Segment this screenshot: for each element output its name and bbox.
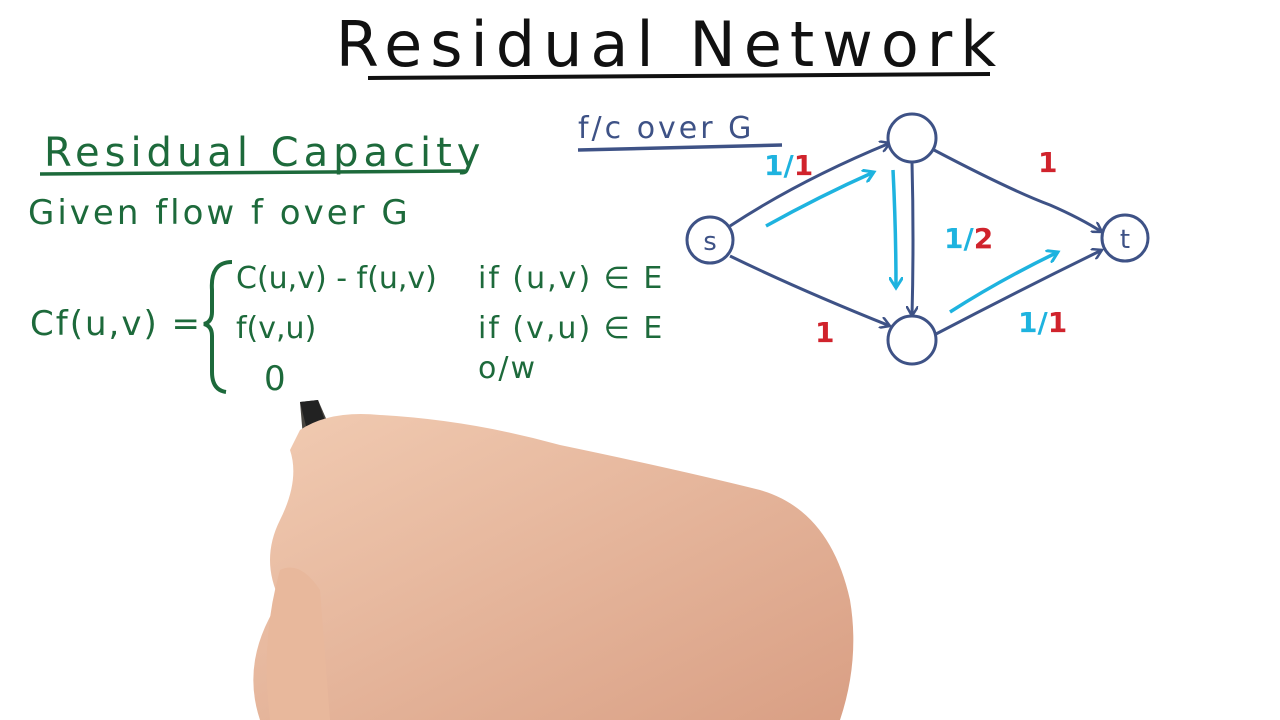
- graph-heading-underline: [577, 143, 783, 152]
- graph-heading: f/c over G: [578, 111, 754, 146]
- hand: [253, 414, 854, 720]
- title-underline: [367, 72, 991, 80]
- capacity-value: 1: [794, 149, 813, 182]
- edge-a-t: [933, 148, 1102, 232]
- edge-s-b: [729, 254, 890, 326]
- capacity-value: 2: [974, 222, 993, 255]
- edge-s-a: [729, 143, 890, 228]
- node-t: [1100, 213, 1150, 263]
- node-s: [685, 215, 735, 265]
- case-3-cond: o/w: [478, 351, 537, 386]
- case-2-cond: if (v,u) ∈ E: [478, 311, 664, 346]
- pen-tip: [300, 400, 326, 426]
- flow-arrow-b-t: [949, 252, 1058, 314]
- heading-underline: [39, 169, 466, 176]
- case-2-expr: f(v,u): [236, 311, 316, 346]
- edge-b-t-label: 1/1: [1018, 306, 1067, 339]
- node-s-label: s: [703, 227, 717, 257]
- edge-a-t-capacity: 1: [1038, 146, 1057, 179]
- edge-s-a-label: 1/1: [764, 149, 813, 182]
- flow-arrow-a-b: [893, 169, 896, 288]
- capacity-value: 1: [1048, 306, 1067, 339]
- node-t-label: t: [1120, 225, 1130, 255]
- thumb: [266, 567, 330, 720]
- edge-a-b-label: 1/2: [944, 222, 993, 255]
- case-3-expr: 0: [264, 359, 286, 399]
- edge-a-b: [912, 161, 913, 316]
- formula-brace: [203, 260, 233, 394]
- node-b: [886, 314, 938, 366]
- edge-s-b-capacity: 1: [815, 316, 834, 349]
- node-a: [886, 112, 938, 164]
- flow-value: 1: [1018, 306, 1037, 339]
- page-title: Residual Network: [336, 8, 1004, 81]
- case-1-expr: C(u,v) - f(u,v): [236, 261, 437, 296]
- formula-lhs: Cf(u,v) =: [30, 304, 202, 344]
- given-text: Given flow f over G: [28, 193, 411, 233]
- flow-value: 1: [944, 222, 963, 255]
- case-1-cond: if (u,v) ∈ E: [478, 261, 664, 296]
- presenter-hand: [253, 400, 854, 720]
- flow-arrow-s-a: [765, 172, 874, 228]
- residual-capacity-heading: Residual Capacity: [44, 130, 485, 176]
- edge-b-t: [935, 250, 1102, 336]
- flow-value: 1: [764, 149, 783, 182]
